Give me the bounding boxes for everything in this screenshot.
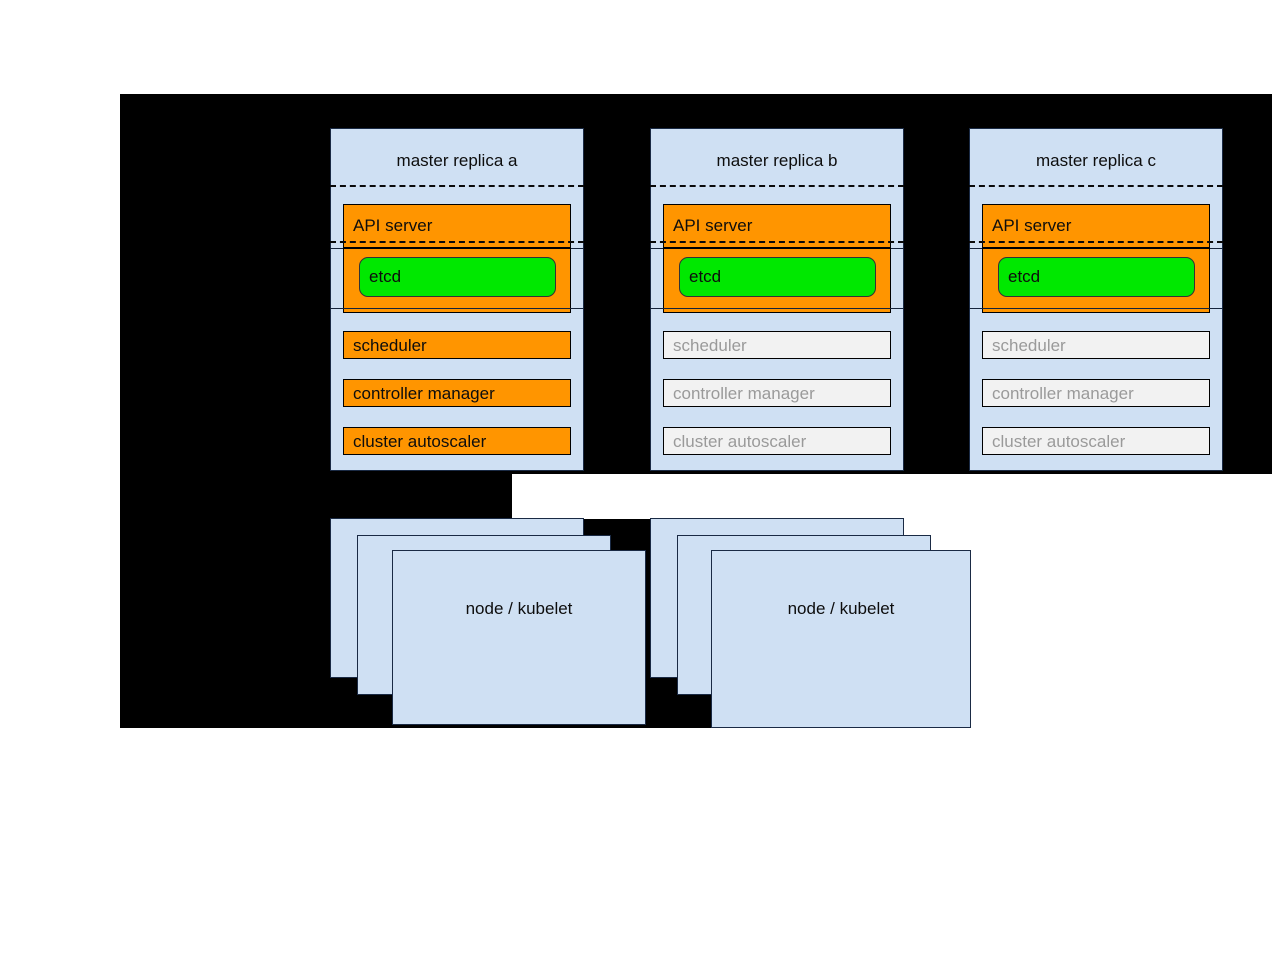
master-b-etcd[interactable]: etcd: [679, 257, 876, 297]
master-b-divider-top: [650, 185, 904, 187]
node-stack-1-label: node / kubelet: [465, 599, 573, 618]
master-a-api-server-label: API server: [353, 216, 433, 235]
master-b-etcd-label: etcd: [689, 267, 722, 286]
master-a-divider-top: [330, 185, 584, 187]
master-replica-a-title: master replica a: [396, 151, 518, 170]
master-b-rule-lower: [650, 308, 904, 309]
master-c-cluster-autoscaler-label: cluster autoscaler: [992, 432, 1126, 451]
master-c-divider-top: [969, 185, 1223, 187]
master-a-divider-mid: [330, 241, 584, 243]
master-c-scheduler-label: scheduler: [992, 336, 1066, 355]
master-c-api-server[interactable]: API server: [982, 204, 1210, 248]
master-replica-b-title: master replica b: [716, 151, 838, 170]
master-b-controller-manager[interactable]: controller manager: [663, 379, 891, 407]
master-b-api-server[interactable]: API server: [663, 204, 891, 248]
master-b-divider-mid: [650, 241, 904, 243]
master-c-api-server-label: API server: [992, 216, 1072, 235]
master-c-rule-lower: [969, 308, 1223, 309]
master-c-controller-manager-label: controller manager: [992, 384, 1134, 403]
master-c-controller-manager[interactable]: controller manager: [982, 379, 1210, 407]
master-replica-c-title: master replica c: [1036, 151, 1156, 170]
master-a-controller-manager-label: controller manager: [353, 384, 495, 403]
master-a-cluster-autoscaler[interactable]: cluster autoscaler: [343, 427, 571, 455]
master-b-scheduler-label: scheduler: [673, 336, 747, 355]
master-c-divider-mid: [969, 241, 1223, 243]
master-a-scheduler-label: scheduler: [353, 336, 427, 355]
backdrop-middle: [120, 474, 512, 519]
node-stack-2-front[interactable]: node / kubelet: [711, 550, 971, 728]
node-stack-2-label: node / kubelet: [787, 599, 895, 618]
master-c-scheduler[interactable]: scheduler: [982, 331, 1210, 359]
node-stack-1-front[interactable]: node / kubelet: [392, 550, 646, 725]
master-c-cluster-autoscaler[interactable]: cluster autoscaler: [982, 427, 1210, 455]
master-a-rule-lower: [330, 308, 584, 309]
master-b-scheduler[interactable]: scheduler: [663, 331, 891, 359]
master-b-cluster-autoscaler-label: cluster autoscaler: [673, 432, 807, 451]
master-c-etcd[interactable]: etcd: [998, 257, 1195, 297]
master-b-cluster-autoscaler[interactable]: cluster autoscaler: [663, 427, 891, 455]
master-b-controller-manager-label: controller manager: [673, 384, 815, 403]
master-c-etcd-label: etcd: [1008, 267, 1041, 286]
master-a-etcd[interactable]: etcd: [359, 257, 556, 297]
master-a-etcd-label: etcd: [369, 267, 402, 286]
master-a-scheduler[interactable]: scheduler: [343, 331, 571, 359]
master-a-cluster-autoscaler-label: cluster autoscaler: [353, 432, 487, 451]
master-b-api-server-label: API server: [673, 216, 753, 235]
master-a-controller-manager[interactable]: controller manager: [343, 379, 571, 407]
master-a-api-server[interactable]: API server: [343, 204, 571, 248]
